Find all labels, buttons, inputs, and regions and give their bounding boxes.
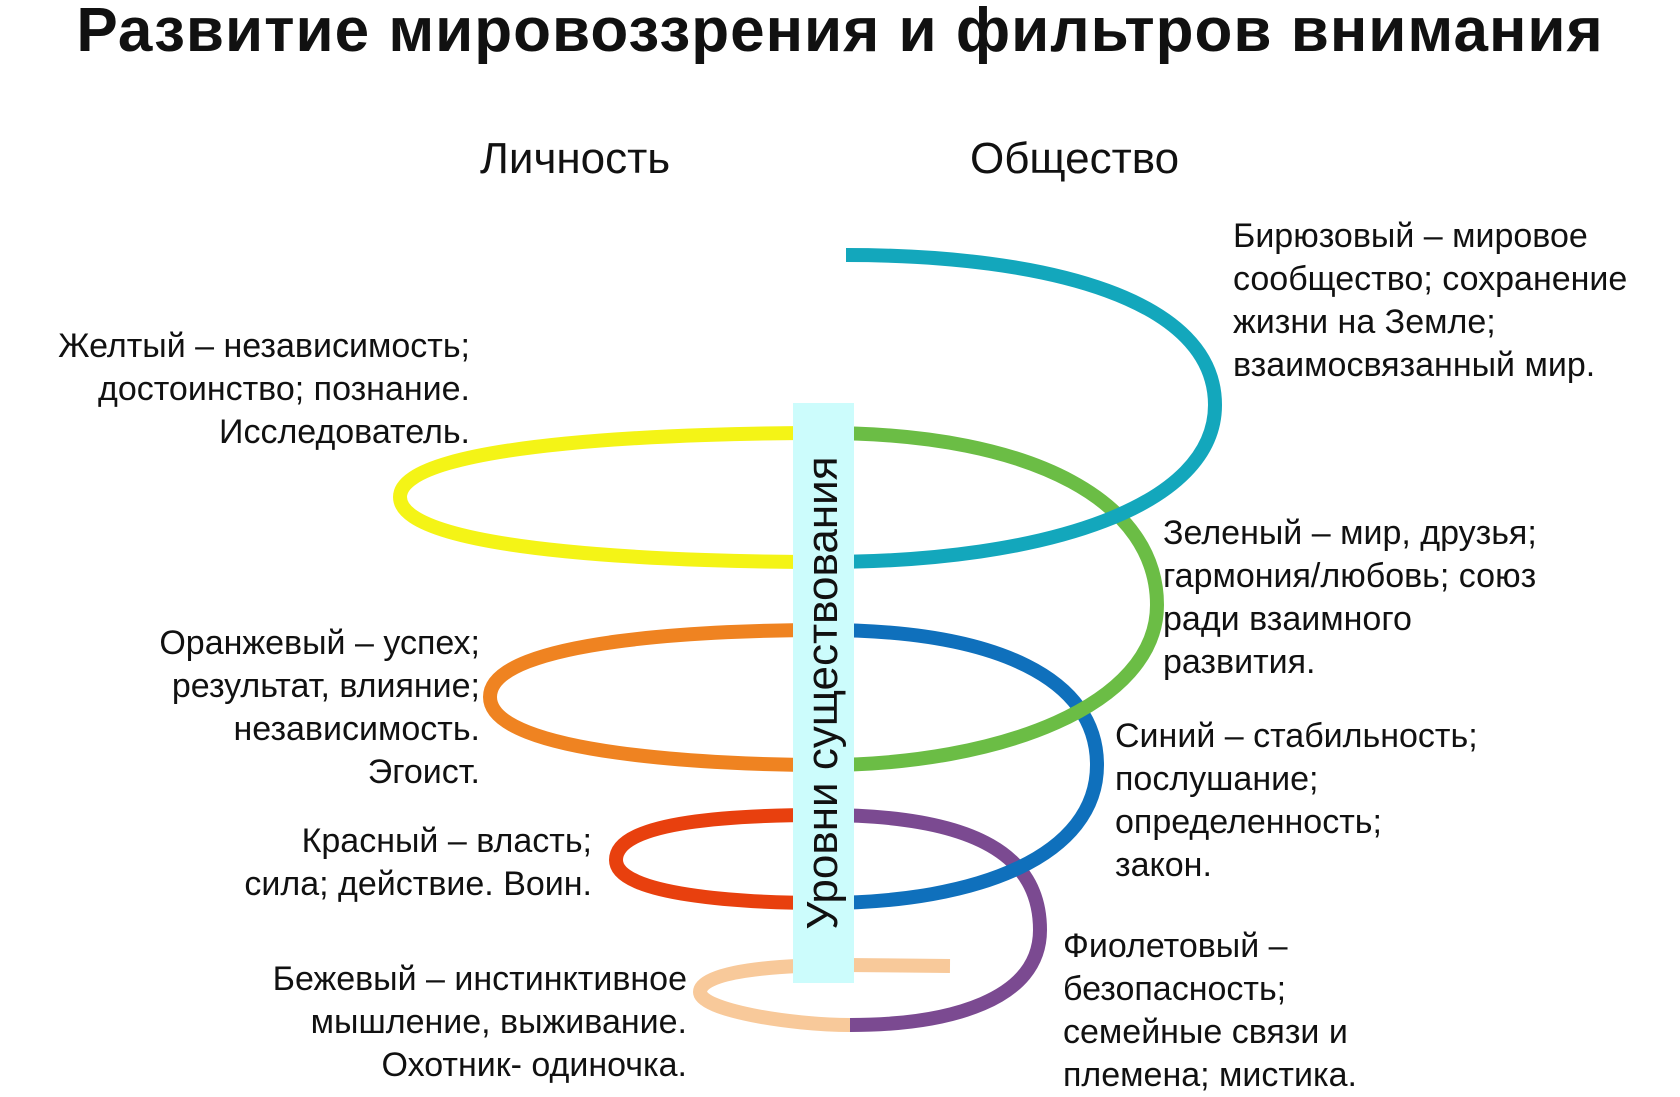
spiral-segment-green xyxy=(822,426,1165,772)
spiral-segment-blue xyxy=(822,623,1105,910)
level-orange-text: Оранжевый – успех; результат, влияние; н… xyxy=(159,624,480,791)
level-turquoise-text: Бирюзовый – мировое сообщество; сохранен… xyxy=(1233,217,1628,384)
spiral-segment-violet xyxy=(822,808,1048,1032)
column-heading-society: Общество xyxy=(970,134,1180,183)
level-yellow-text: Желтый – независимость; достоинство; поз… xyxy=(58,327,470,451)
page-title: Развитие мировоззрения и фильтров вниман… xyxy=(76,0,1604,65)
spiral-segment-orange xyxy=(482,623,824,772)
column-heading-personality: Личность xyxy=(480,134,671,183)
level-red-text: Красный – власть; сила; действие. Воин. xyxy=(244,822,592,903)
axis-label: Уровни существования xyxy=(798,456,847,930)
axis-bar xyxy=(793,403,854,983)
spiral-segment-yellow xyxy=(392,426,824,569)
spiral-segment-turquoise xyxy=(822,248,1223,569)
level-beige-text: Бежевый – инстинктивное мышление, выжива… xyxy=(272,960,687,1084)
level-green-text: Зеленый – мир, друзья; гармония/любовь; … xyxy=(1163,514,1537,681)
spiral-segment-red xyxy=(608,808,824,910)
level-violet-text: Фиолетовый – безопасность; семейные связ… xyxy=(1063,927,1357,1094)
spiral-segment-beige xyxy=(692,957,951,1032)
level-blue-text: Синий – стабильность; послушание; опреде… xyxy=(1115,717,1478,884)
